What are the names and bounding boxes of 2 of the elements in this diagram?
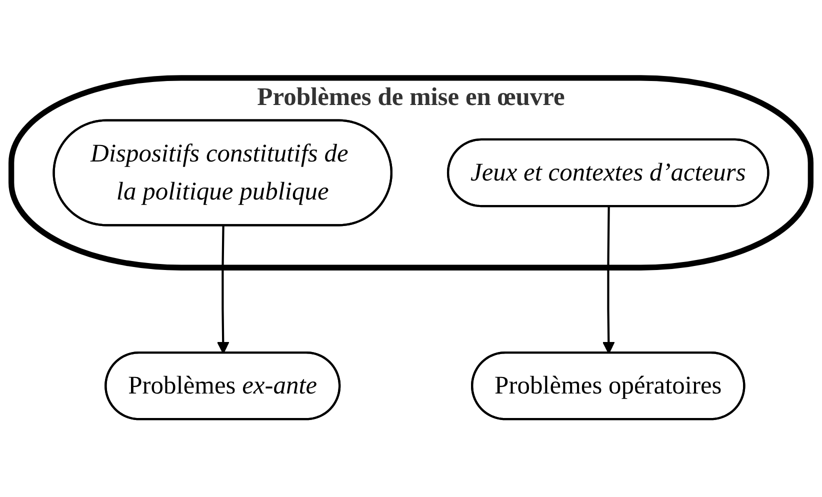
arrow: [216, 226, 230, 354]
arrow: [602, 206, 615, 354]
